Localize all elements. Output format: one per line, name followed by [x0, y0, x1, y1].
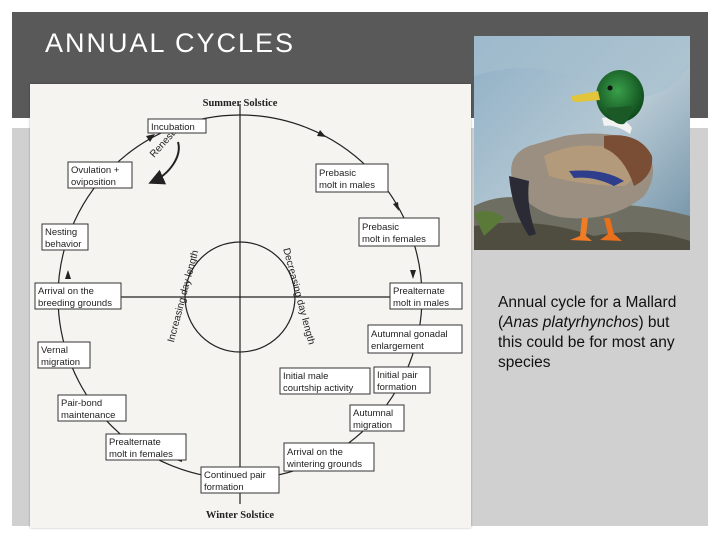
- svg-text:enlargement: enlargement: [371, 341, 424, 352]
- stage-continued-pair: Continued pair formation: [200, 466, 280, 494]
- stage-arrival-wintering: Arrival on the wintering grounds: [283, 442, 375, 472]
- svg-text:Ovulation +: Ovulation +: [71, 165, 120, 176]
- stage-initial-courtship: Initial male courtship activity: [279, 367, 371, 395]
- mallard-photo: [474, 36, 690, 250]
- svg-text:Initial pair: Initial pair: [377, 370, 418, 381]
- inner-circle: [184, 241, 296, 353]
- svg-text:Incubation: Incubation: [151, 122, 195, 133]
- annual-cycle-diagram: Summer Solstice Winter Solstice Increasi…: [30, 84, 471, 528]
- svg-text:formation: formation: [377, 382, 417, 393]
- stage-prebasic-males: Prebasic molt in males: [315, 163, 389, 193]
- svg-text:Prealternate: Prealternate: [109, 437, 161, 448]
- svg-text:Arrival on the: Arrival on the: [38, 286, 94, 297]
- caption-text-before: Annual cycle for a Mallard (: [498, 294, 677, 331]
- photo-caption: Annual cycle for a Mallard (Anas platyrh…: [498, 293, 693, 373]
- caption-species-name: Anas platyrhynchos: [503, 314, 639, 331]
- svg-text:Vernal: Vernal: [41, 345, 68, 356]
- svg-text:Arrival on the: Arrival on the: [287, 447, 343, 458]
- stage-nesting: Nesting behavior: [41, 223, 89, 251]
- svg-text:migration: migration: [41, 357, 80, 368]
- svg-text:Continued pair: Continued pair: [204, 470, 266, 481]
- svg-text:Pair-bond: Pair-bond: [61, 398, 102, 409]
- cycle-diagram-svg: Summer Solstice Winter Solstice Increasi…: [34, 98, 463, 521]
- stage-autumnal-migration: Autumnal migration: [349, 404, 405, 432]
- svg-text:Prealternate: Prealternate: [393, 286, 445, 297]
- stage-prealternate-males: Prealternate molt in males: [389, 282, 463, 310]
- svg-text:formation: formation: [204, 482, 244, 493]
- summer-solstice-label: Summer Solstice: [203, 98, 278, 109]
- svg-text:Prebasic: Prebasic: [362, 222, 399, 233]
- slide-title: ANNUAL CYCLES: [45, 28, 296, 58]
- svg-text:Autumnal: Autumnal: [353, 408, 393, 419]
- svg-text:molt in males: molt in males: [393, 298, 449, 309]
- stage-autumnal-gonadal: Autumnal gonadal enlargement: [367, 324, 463, 354]
- stage-prebasic-females: Prebasic molt in females: [358, 217, 440, 247]
- stage-pair-bond: Pair-bond maintenance: [57, 394, 127, 422]
- svg-text:Nesting: Nesting: [45, 227, 77, 238]
- renesting-arrow: [148, 141, 180, 185]
- svg-text:molt in males: molt in males: [319, 180, 375, 191]
- stage-vernal-migration: Vernal migration: [37, 341, 91, 369]
- svg-text:Autumnal gonadal: Autumnal gonadal: [371, 329, 448, 340]
- svg-text:Prebasic: Prebasic: [319, 168, 356, 179]
- svg-text:behavior: behavior: [45, 239, 81, 250]
- stage-ovulation: Ovulation + oviposition: [67, 161, 133, 189]
- winter-solstice-label: Winter Solstice: [206, 510, 274, 521]
- svg-text:breeding grounds: breeding grounds: [38, 298, 112, 309]
- caption-text-after: ) but this could be for most any species: [498, 314, 675, 371]
- svg-text:wintering grounds: wintering grounds: [286, 459, 362, 470]
- stage-incubation: Incubation: [147, 118, 207, 134]
- svg-text:Initial male: Initial male: [283, 371, 328, 382]
- stage-initial-pair: Initial pair formation: [373, 366, 431, 394]
- stage-arrival-breeding: Arrival on the breeding grounds: [34, 282, 122, 310]
- mallard-illustration: [474, 36, 690, 250]
- svg-text:oviposition: oviposition: [71, 177, 116, 188]
- svg-text:migration: migration: [353, 420, 392, 431]
- svg-text:molt in females: molt in females: [362, 234, 426, 245]
- stage-prealternate-females: Prealternate molt in females: [105, 433, 187, 461]
- svg-text:maintenance: maintenance: [61, 410, 115, 421]
- svg-text:courtship activity: courtship activity: [283, 383, 353, 394]
- svg-text:molt in females: molt in females: [109, 449, 173, 460]
- decreasing-day-length-label: Decreasing day length: [280, 247, 316, 346]
